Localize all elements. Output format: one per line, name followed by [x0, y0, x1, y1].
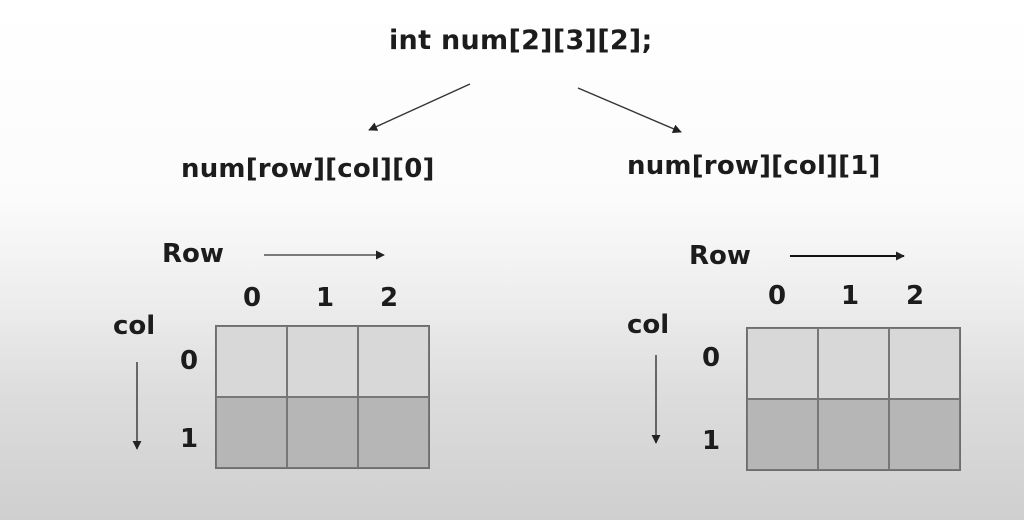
branch-arrow-right — [577, 87, 682, 133]
column-index-right-1: 1 — [841, 281, 860, 311]
grid-cell — [216, 326, 287, 397]
grid-cell — [358, 397, 429, 468]
row-label-right: Row — [689, 241, 751, 271]
column-index-right-0: 0 — [768, 281, 787, 311]
panel-heading-right: num[row][col][1] — [627, 151, 881, 181]
grid-cell — [818, 399, 889, 470]
column-index-left-2: 2 — [380, 283, 399, 313]
array-declaration: int num[2][3][2]; — [389, 25, 653, 56]
grid-cell — [287, 326, 358, 397]
grid-cell — [889, 399, 960, 470]
grid-cell — [818, 328, 889, 399]
grid-cell — [747, 399, 818, 470]
column-index-left-1: 1 — [316, 283, 335, 313]
grid-cell — [358, 326, 429, 397]
row-index-right-0: 0 — [702, 343, 721, 373]
branch-arrow-left — [368, 83, 471, 131]
row-index-left-1: 1 — [180, 424, 199, 454]
column-index-left-0: 0 — [243, 283, 262, 313]
col-label-left: col — [113, 311, 156, 341]
array-grid-left — [215, 325, 430, 469]
col-label-right: col — [627, 310, 670, 340]
grid-cell — [747, 328, 818, 399]
row-index-right-1: 1 — [702, 426, 721, 456]
array-grid-right — [746, 327, 961, 471]
grid-cell — [889, 328, 960, 399]
column-index-right-2: 2 — [906, 281, 925, 311]
row-label-left: Row — [162, 239, 224, 269]
panel-heading-left: num[row][col][0] — [181, 154, 435, 184]
row-index-left-0: 0 — [180, 346, 199, 376]
grid-cell — [287, 397, 358, 468]
grid-cell — [216, 397, 287, 468]
